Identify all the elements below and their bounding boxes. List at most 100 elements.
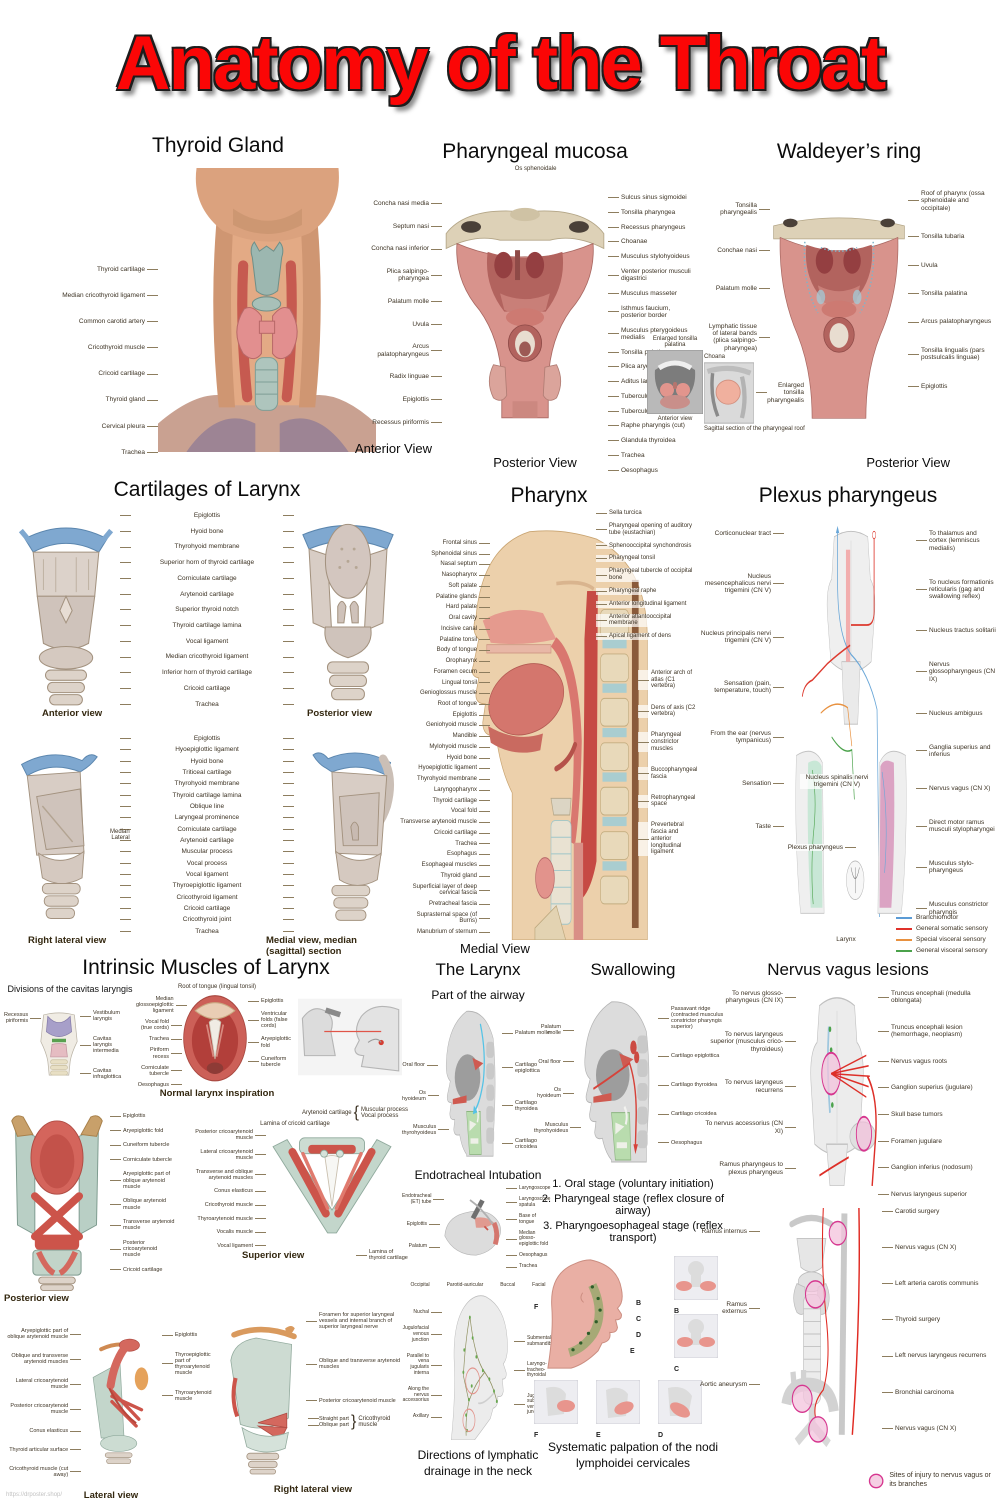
larynx-lateral-muscles-figure <box>92 1338 149 1464</box>
lateral-view-block: Aryepiglottic part of oblique arytenoid … <box>4 1312 218 1500</box>
figure-label: Transverse arytenoid muscle <box>110 1219 176 1231</box>
figure-label: Superior thyroid notch <box>118 606 296 613</box>
figure-label: Thyroarytenoid muscle <box>182 1216 266 1222</box>
figure-label: Endotracheal (ET) tube <box>402 1193 445 1205</box>
figure-label: Cartilago epiglottica <box>502 1062 552 1074</box>
figure-label: Cricothyroid muscle (cut away) <box>4 1466 82 1478</box>
section-title-larynx: The Larynx <box>435 960 521 979</box>
figure-label: Thyroid cartilage lamina <box>118 622 296 629</box>
right-lateral-view-block: Foramen for superior laryngeal vessels a… <box>218 1312 408 1495</box>
figure-label: Thyroid articular surface <box>4 1447 82 1453</box>
figure-label: Thyrohyoid membrane <box>118 780 296 787</box>
intubation-figure <box>444 1199 501 1256</box>
figure-label: Choanae <box>608 238 696 245</box>
waldeyer-right-labels: Roof of pharynx (ossa sphenoidale and oc… <box>908 190 992 390</box>
figure-label: Epiglottis <box>110 1113 176 1119</box>
figure-label: Pretracheal fascia <box>398 901 490 908</box>
figure-label: Aditus laryngis <box>608 378 696 385</box>
figure-label: Epiglottis <box>118 735 296 742</box>
figure-label: Common carotid artery <box>8 318 158 325</box>
figure-label: Oropharynx <box>398 658 490 665</box>
figure-label: Tonsilla palatina <box>908 290 992 297</box>
bracket-glyph: } <box>350 1413 357 1430</box>
figure-label: Oblique arytenoid muscle <box>110 1198 176 1211</box>
palpation-panel-d: D <box>658 1380 702 1442</box>
lateral-label: Lateral <box>111 835 130 841</box>
lateral-caption: Lateral view <box>83 1490 139 1500</box>
figure-label: Oblique line <box>118 803 296 810</box>
swallowing-sagittal-figure <box>584 1001 650 1163</box>
figure-label: Along the nervus accessorius <box>402 1386 442 1404</box>
tonsil-inset-caption: Anterior view <box>657 416 693 422</box>
figure-label: Septum nasi <box>366 223 442 230</box>
figure-label: Posterior cricoarytenoid muscle <box>306 1398 408 1404</box>
figure-label: Muscular process <box>118 848 296 855</box>
figure-label: Arcus palatopharyngeus <box>366 343 442 358</box>
figure-label: Epiglottis <box>118 512 296 519</box>
figure-label: Nervus laryngeus superior <box>878 1191 988 1198</box>
figure-label: Oblique and transverse arytenoid muscles <box>4 1353 82 1365</box>
figure-label: Truncus encephali (medulla oblongata) <box>878 990 988 1005</box>
pharynx-view-caption: Medial View <box>460 941 530 956</box>
figure-label: Thyroid cartilage <box>398 798 490 805</box>
plexus-center-label-2: Plexus pharyngeus <box>786 844 856 852</box>
posterior-caption: Posterior view <box>4 1293 69 1304</box>
mucosa-view-caption: Posterior View <box>493 455 577 470</box>
figure-label: Raphe pharyngis (cut) <box>608 422 696 429</box>
figure-label: Musculus pterygoideus medialis <box>608 327 696 342</box>
plexus-center-label-3: Larynx <box>836 936 856 943</box>
figure-label: Sulcus sinus sigmoidei <box>608 194 696 201</box>
figure-label: Pharyngeal tubercle of occipital bone <box>596 568 700 582</box>
panel-letter: C <box>674 1366 680 1373</box>
figure-label: Nervus vagus (CN X) <box>882 1244 990 1251</box>
figure-label: Dens of axis (C2 vertebra) <box>638 704 700 718</box>
figure-label: Plica salpingo-pharyngea <box>366 268 442 283</box>
figure-label: Epiglottis <box>398 712 490 719</box>
figure-label: Laryngopharynx <box>398 787 490 794</box>
figure-label: Hyoid bone <box>118 528 296 535</box>
figure-label: Oesophagus <box>608 467 696 474</box>
figure-label: Os hyoideum <box>402 1090 439 1102</box>
figure-label: Cricothyroid ligament <box>118 894 296 901</box>
figure-label: Base of tongue <box>506 1213 552 1225</box>
figure-label: Cartilago thyroidea <box>658 1082 724 1088</box>
figure-label: Pharyngeal constrictor muscles <box>638 732 700 753</box>
larynx-superior-muscles-figure <box>272 1137 392 1234</box>
figure-label: Tonsilla lingualis (pars postsulcalis li… <box>908 347 992 362</box>
figure-label: Bronchial carcinoma <box>882 1389 990 1396</box>
lymph-drainage-figure <box>451 1295 508 1440</box>
figure-label: Left arteria carotis communis <box>882 1280 990 1287</box>
figure-label: Transverse arytenoid muscle <box>398 819 490 826</box>
figure-label: Aryepiglottic fold <box>248 1036 294 1049</box>
figure-label: Submental-submandibular <box>514 1335 560 1347</box>
swallowing-stages: 1. Oral stage (voluntary initiation)2. P… <box>534 1178 732 1244</box>
figure-label: Prevertebral fascia and anterior longitu… <box>638 822 700 856</box>
superior-right-labels: Lamina of thyroid cartilage <box>356 1249 408 1261</box>
figure-label: Palatum <box>402 1244 440 1250</box>
trachea-rings <box>254 357 279 411</box>
figure-label: Isthmus faucium, posterior border <box>608 305 696 320</box>
figure-label: Nervus vagus (CN X) <box>916 785 996 792</box>
section-pharyngeal-mucosa: Pharyngeal mucosa Os sphenoidale Concha … <box>366 140 704 474</box>
figure-label: Aortic aneurysm <box>700 1381 760 1388</box>
figure-label: Epiglottis <box>908 383 992 390</box>
palpation-head-figure <box>547 1259 623 1369</box>
larynx-inspiration-figure <box>183 995 247 1082</box>
figure-label: Laryngoscope spatula <box>506 1196 552 1208</box>
legend-row: General visceral sensory <box>896 947 996 954</box>
figure-label: Cricothyroid joint <box>118 916 296 923</box>
fig1-caption-left: Anterior view <box>42 708 103 719</box>
swallowing-right-labels: Passavant ridge (contracted musculus con… <box>658 1006 724 1146</box>
figure-label: Facial <box>532 1282 546 1288</box>
figure-label: Truncus encephali lesion (hemorrhage, ne… <box>878 1024 988 1039</box>
figure-label: Corniculate cartilage <box>118 826 296 833</box>
figure-label: To nucleus formationis reticularis (gag … <box>916 579 996 601</box>
figure-label: Corniculate tubercle <box>136 1065 182 1077</box>
